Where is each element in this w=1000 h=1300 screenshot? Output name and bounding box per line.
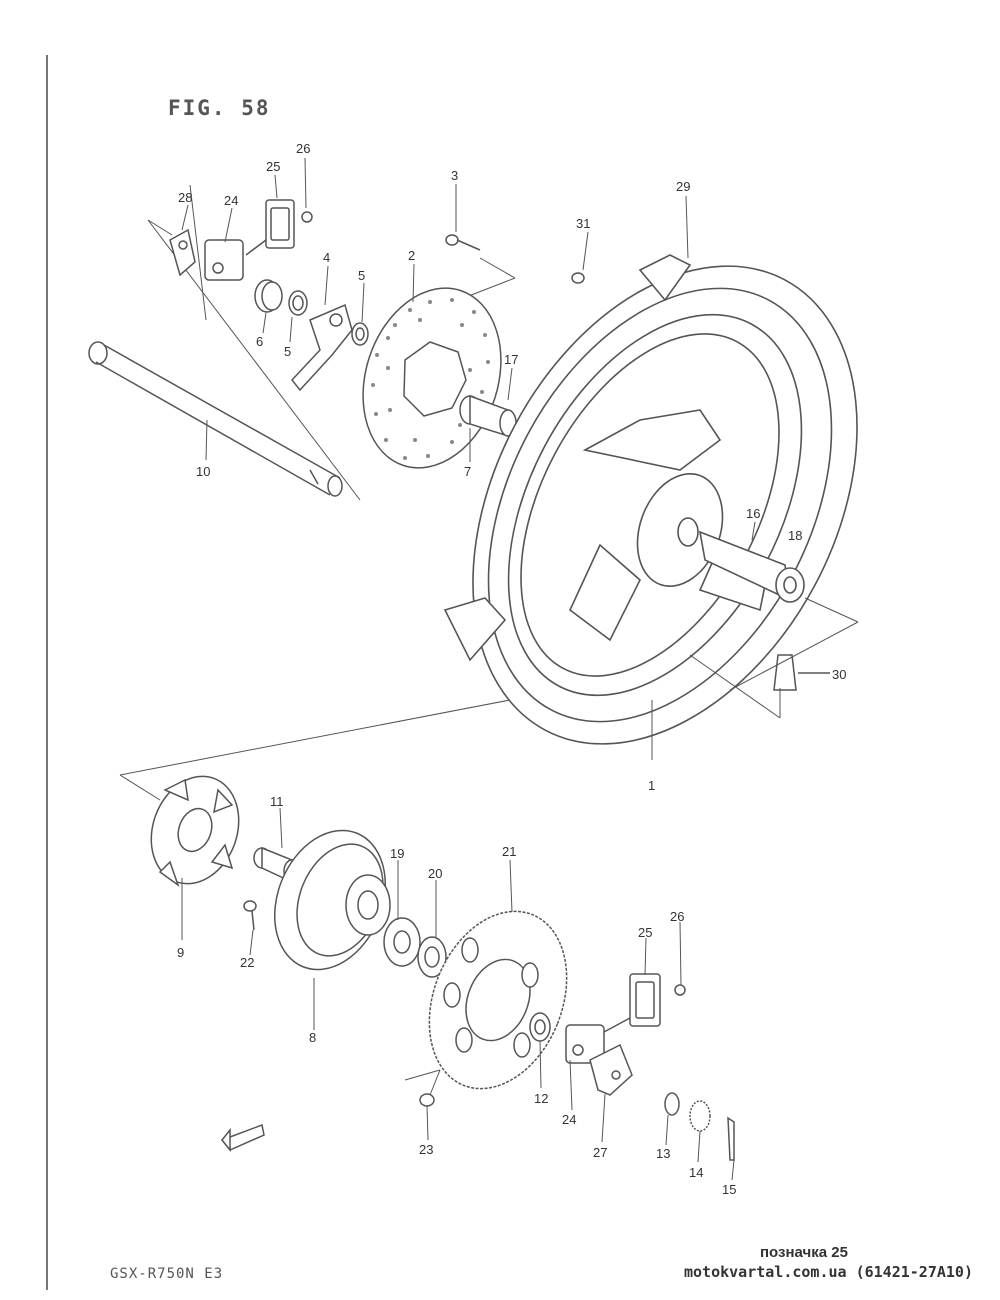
cush-damper [150,775,240,888]
label-5-lower: 5 [284,344,291,359]
sprocket-drum [274,829,391,971]
label-10: 10 [196,464,210,479]
spacer-12 [529,1012,551,1042]
label-5-upper: 5 [358,268,365,283]
label-12: 12 [534,1091,548,1106]
leader-lines [181,157,756,1181]
rear-sprocket [428,910,568,1090]
label-6: 6 [256,334,263,349]
label-16: 16 [746,506,760,521]
label-8: 8 [309,1030,316,1045]
axle-nut-set [664,1092,735,1161]
label-25-lower: 25 [638,925,652,940]
chain-adjuster-right [565,973,686,1096]
label-23: 23 [419,1142,433,1157]
label-2: 2 [408,248,415,263]
label-7: 7 [464,464,471,479]
spacers-left [254,279,369,392]
bearing-19 [383,917,421,967]
label-18: 18 [788,528,802,543]
label-17: 17 [504,352,518,367]
nut-31 [571,272,585,284]
label-26: 26 [296,141,310,156]
label-11: 11 [270,794,284,809]
label-1: 1 [648,778,655,793]
footer-mark: позначка 25 [760,1244,848,1261]
label-25: 25 [266,159,280,174]
part-labels: 26 25 24 28 3 31 29 2 4 5 6 5 17 7 10 16… [177,141,846,1197]
label-24: 24 [224,193,238,208]
footer-site-reference: motokvartal.com.ua (61421-27A10) [684,1263,973,1281]
oil-seal-20 [417,936,447,978]
bolt-22 [243,900,257,931]
label-27: 27 [593,1145,607,1160]
label-26-lower: 26 [670,909,684,924]
disc-bolt [445,234,481,251]
valve-30 [773,654,830,691]
label-22: 22 [240,955,254,970]
model-code: GSX-R750N E3 [110,1266,224,1282]
label-3: 3 [451,168,458,183]
rear-wheel [443,254,858,745]
brake-disc [362,287,502,469]
front-direction-arrow-icon [220,1123,265,1153]
label-19: 19 [390,846,404,861]
guide-lines-wheel [119,597,859,801]
label-20: 20 [428,866,442,881]
label-15: 15 [722,1182,736,1197]
nut-23 [419,1093,435,1107]
label-9: 9 [177,945,184,960]
figure-title: FIG. 58 [168,96,271,120]
label-29: 29 [676,179,690,194]
label-14: 14 [689,1165,703,1180]
label-28: 28 [178,190,192,205]
label-30: 30 [832,667,846,682]
label-31: 31 [576,216,590,231]
axle [88,341,343,497]
chain-adjuster-left [169,199,313,281]
label-21: 21 [502,844,516,859]
label-24-lower: 24 [562,1112,576,1127]
label-4: 4 [323,250,330,265]
guide-lines-lower [404,1069,441,1096]
label-13: 13 [656,1146,670,1161]
